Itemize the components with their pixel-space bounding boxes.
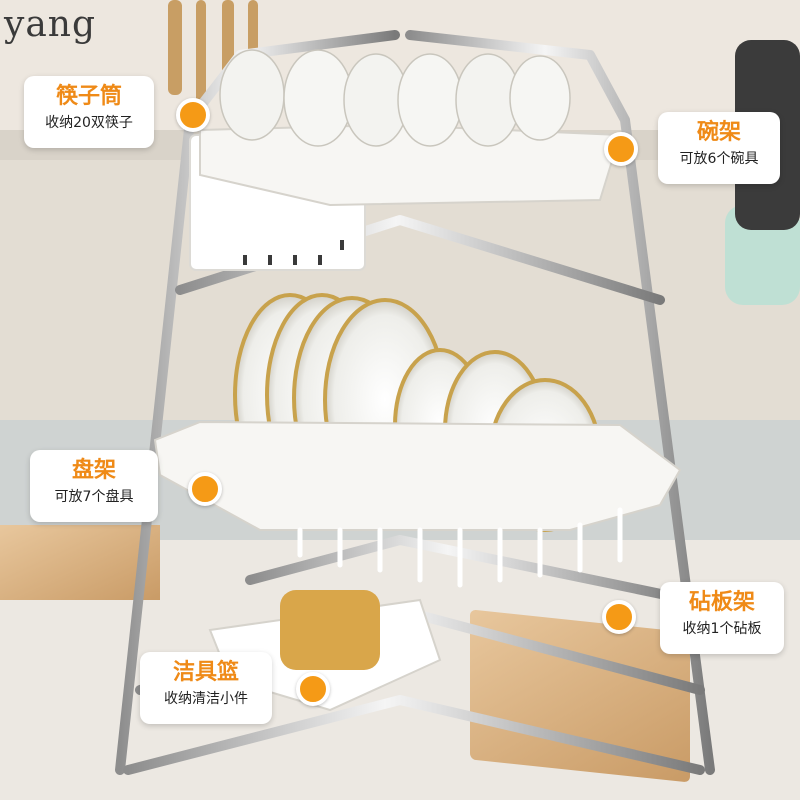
marker-dot-cutting-board-rack: [602, 600, 636, 634]
marker-dot-chopstick-holder: [176, 98, 210, 132]
callout-title: 盘架: [71, 458, 116, 483]
callout-desc: 收纳1个砧板: [682, 621, 762, 637]
plate-tray: [153, 420, 682, 531]
callout-cutting-board-rack: 砧板架 收纳1个砧板: [660, 582, 784, 654]
callout-desc: 收纳20双筷子: [45, 115, 133, 131]
sponge: [280, 590, 380, 670]
bowls: [219, 49, 571, 147]
callout-bowl-rack: 碗架 可放6个碗具: [658, 112, 780, 184]
cutting-board: [470, 609, 690, 782]
hooks: [297, 507, 623, 588]
callout-desc: 收纳清洁小件: [164, 691, 248, 707]
marker-dot-bowl-rack: [604, 132, 638, 166]
callout-title: 碗架: [696, 120, 741, 145]
callout-title: 砧板架: [688, 590, 755, 615]
marker-dot-plate-rack: [188, 472, 222, 506]
callout-title: 筷子筒: [55, 84, 122, 109]
marker-dot-cleaning-basket: [296, 672, 330, 706]
callout-cleaning-basket: 洁具篮 收纳清洁小件: [140, 652, 272, 724]
callout-desc: 可放6个碗具: [679, 151, 759, 167]
callout-chopstick-holder: 筷子筒 收纳20双筷子: [24, 76, 154, 148]
callout-desc: 可放7个盘具: [54, 489, 134, 505]
watermark-text: yang: [4, 4, 97, 45]
callout-plate-rack: 盘架 可放7个盘具: [30, 450, 158, 522]
wooden-board-left: [0, 525, 160, 600]
callout-title: 洁具篮: [172, 660, 239, 685]
